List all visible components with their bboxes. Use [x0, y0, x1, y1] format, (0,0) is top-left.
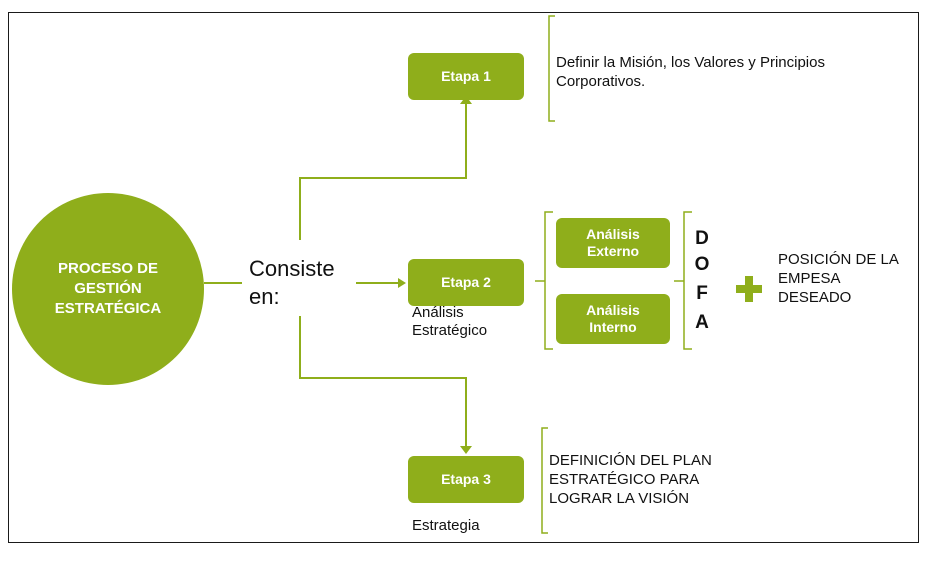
etapa3-caption: Estrategia — [412, 517, 480, 534]
dofa-letter-o: O — [694, 254, 710, 275]
branch-etapa3 — [299, 316, 467, 448]
etapa2-box: Etapa 2 — [408, 259, 524, 306]
analisis-externo-label: Análisis Externo — [586, 226, 640, 259]
arrowhead-etapa1 — [460, 96, 472, 104]
bracket-analisis — [535, 211, 553, 350]
etapa3-label: Etapa 3 — [441, 471, 491, 487]
etapa2-label: Etapa 2 — [441, 274, 491, 290]
central-process-label: PROCESO DE GESTIÓN ESTRATÉGICA — [54, 260, 162, 317]
diagram-frame — [8, 12, 919, 543]
etapa1-description: Definir la Misión, los Valores y Princip… — [556, 54, 825, 90]
central-process-circle: PROCESO DE GESTIÓN ESTRATÉGICA — [12, 193, 204, 385]
etapa3-description: DEFINICIÓN DEL PLAN ESTRATÉGICO PARA LOG… — [549, 452, 712, 507]
etapa1-box: Etapa 1 — [408, 53, 524, 100]
arrowhead-etapa3 — [460, 446, 472, 454]
bracket-dofa — [674, 211, 692, 350]
arrowhead-etapa2 — [398, 278, 406, 288]
dofa-letter-a: A — [695, 312, 709, 333]
etapa3-box: Etapa 3 — [408, 456, 524, 503]
dofa-letter-d: D — [695, 228, 709, 249]
etapa2-caption: Análisis Estratégico — [412, 304, 488, 339]
plus-icon — [736, 276, 762, 302]
dofa-letter-f: F — [696, 283, 708, 304]
bracket-etapa3 — [541, 427, 548, 534]
posicion-result: POSICIÓN DE LA EMPESA DESEADO — [778, 251, 899, 306]
analisis-interno-label: Análisis Interno — [586, 302, 640, 335]
analisis-interno-box: Análisis Interno — [556, 294, 670, 344]
branch-etapa1 — [299, 102, 467, 240]
analisis-externo-box: Análisis Externo — [556, 218, 670, 268]
connector-label: Consiste en: — [249, 256, 335, 309]
etapa1-label: Etapa 1 — [441, 68, 491, 84]
bracket-etapa1 — [548, 15, 555, 122]
